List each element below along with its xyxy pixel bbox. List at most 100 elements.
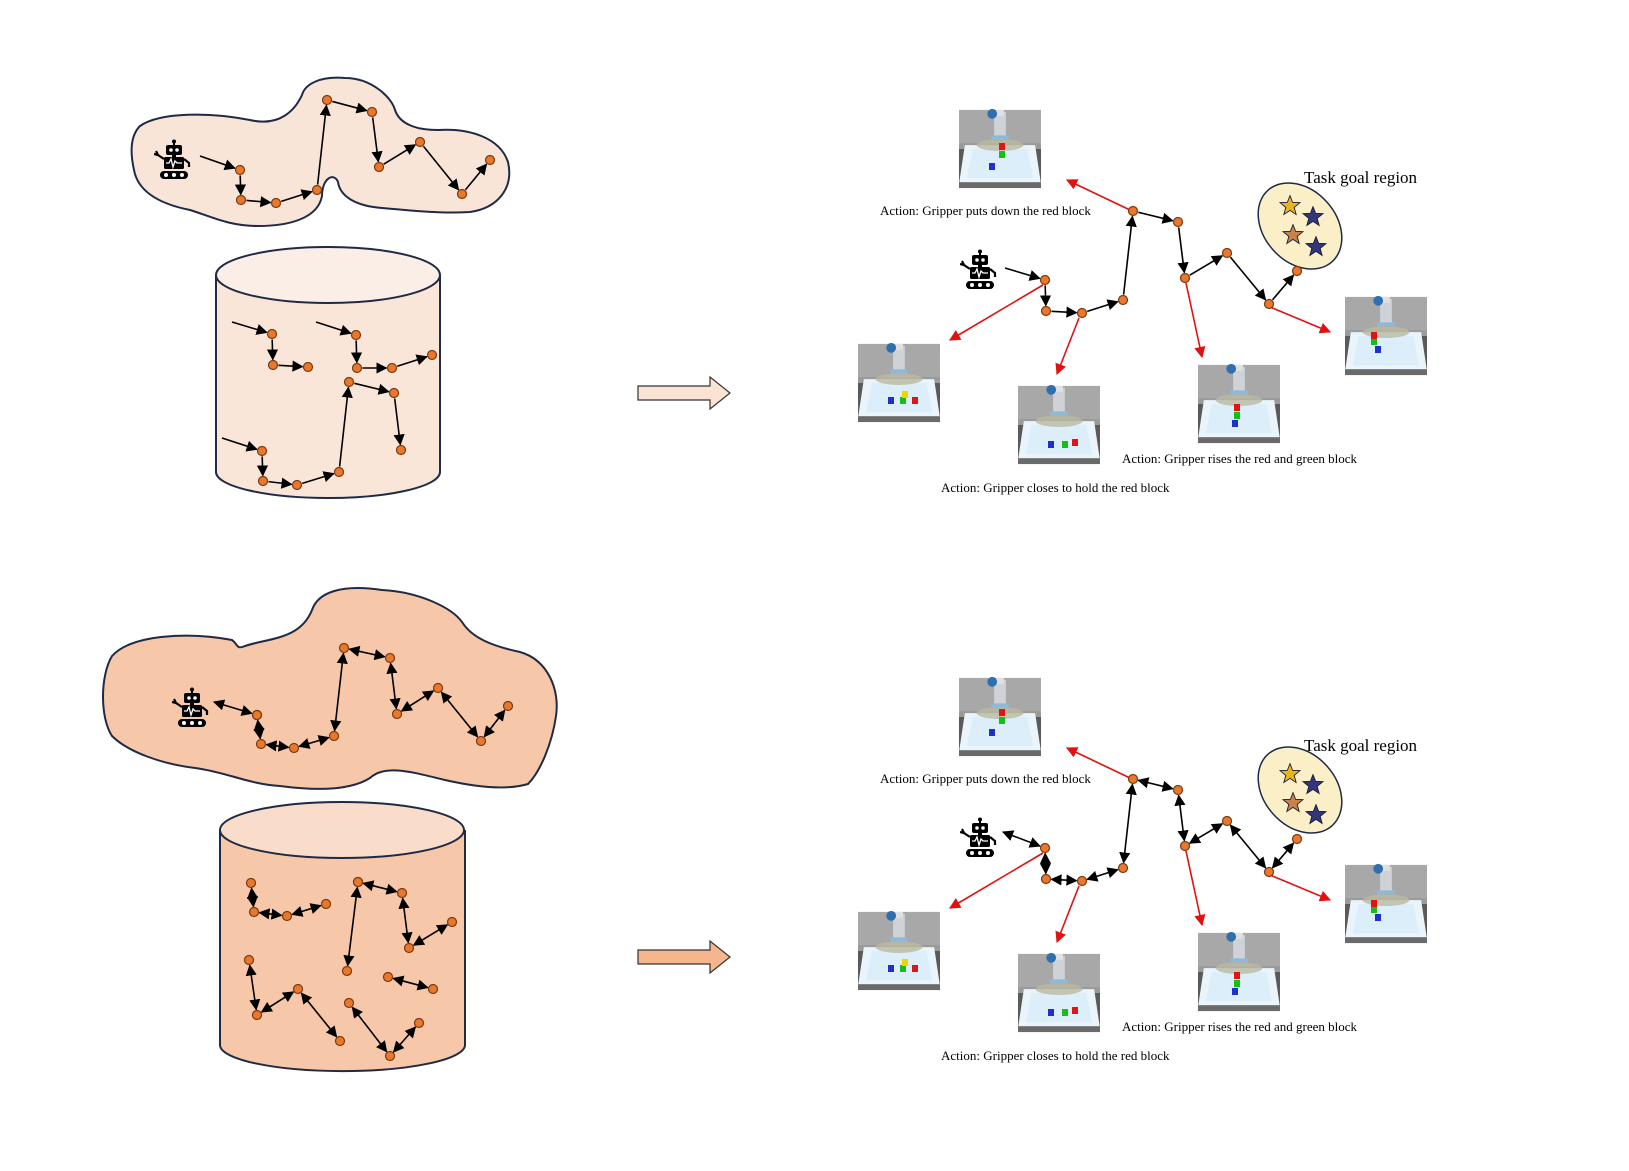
trajectory-edge <box>371 117 383 163</box>
robot-arm-scene-thumbnail <box>1018 385 1100 465</box>
state-node <box>328 730 340 742</box>
action-link <box>1185 282 1206 359</box>
bottom-data-blob <box>102 587 558 790</box>
state-node <box>321 94 333 106</box>
state-node <box>255 738 267 750</box>
action-label-rise: Action: Gripper rises the red and green … <box>1122 1019 1358 1034</box>
trajectory-edge <box>1189 255 1224 276</box>
goal-region-label: Task goal region <box>1304 168 1418 187</box>
state-node <box>484 154 496 166</box>
state-node <box>351 362 363 374</box>
action-link <box>949 852 1044 909</box>
trajectory-edge <box>1001 830 1041 848</box>
state-node <box>403 942 415 954</box>
trajectory-edge <box>483 709 506 738</box>
robot-icon <box>960 816 997 859</box>
trajectory-edge <box>422 145 460 191</box>
state-node <box>396 887 408 899</box>
state-node <box>386 362 398 374</box>
state-node <box>235 194 247 206</box>
trajectory-edge <box>302 471 335 485</box>
bottom-goal-region: Task goal region <box>1257 736 1418 834</box>
trajectory-edge <box>258 908 283 920</box>
action-link <box>1055 885 1080 944</box>
trajectory-edge <box>234 175 247 196</box>
action-label-rise: Action: Gripper rises the red and green … <box>1122 451 1358 466</box>
trajectory-edge <box>268 477 293 489</box>
state-node <box>382 971 394 983</box>
trajectory-edge <box>393 398 405 446</box>
trajectory-edge <box>332 100 368 114</box>
state-node <box>292 983 304 995</box>
state-node <box>266 328 278 340</box>
state-node <box>366 106 378 118</box>
state-node <box>350 329 362 341</box>
state-node <box>1263 866 1275 878</box>
trajectory-edge <box>256 456 269 477</box>
state-node <box>248 906 260 918</box>
trajectory-edge <box>300 992 338 1038</box>
trajectory-edge <box>330 652 348 732</box>
state-node <box>245 877 257 889</box>
trajectory-edge <box>298 735 330 749</box>
state-node <box>413 1017 425 1029</box>
trajectory-edge <box>412 924 449 946</box>
action-label-put-down: Action: Gripper puts down the red block <box>880 203 1091 218</box>
state-node <box>267 359 279 371</box>
trajectory-edge <box>396 354 428 368</box>
trajectory-edge <box>1039 852 1052 875</box>
state-node <box>1127 205 1139 217</box>
robot-arm-scene-thumbnail <box>858 343 940 423</box>
robot-arm-scene-thumbnail <box>959 109 1041 189</box>
top-dataset-cylinder <box>215 246 441 499</box>
observation-thumbnails <box>858 109 1427 1033</box>
trajectory-edge <box>343 886 362 967</box>
state-node <box>281 910 293 922</box>
trajectory-edge <box>362 880 398 895</box>
state-node <box>343 376 355 388</box>
state-node <box>1172 784 1184 796</box>
action-label-close-hold: Action: Gripper closes to hold the red b… <box>941 480 1170 495</box>
trajectory-edge <box>245 964 261 1011</box>
trajectory-edge <box>291 903 322 917</box>
trajectory-edge <box>231 321 268 335</box>
state-node <box>446 916 458 928</box>
robot-arm-scene-thumbnail <box>858 911 940 991</box>
state-node <box>1263 298 1275 310</box>
state-node <box>1172 216 1184 228</box>
state-node <box>234 164 246 176</box>
state-node <box>1117 294 1129 306</box>
trajectory-edge <box>383 144 417 165</box>
trajectory-edge <box>1086 867 1119 882</box>
state-node <box>1291 833 1303 845</box>
trajectory-edge <box>1188 823 1224 844</box>
trajectory-edge <box>315 321 352 336</box>
state-node <box>251 1009 263 1021</box>
trajectory-edge <box>1271 274 1295 301</box>
state-node <box>427 983 439 995</box>
trajectory-edge <box>392 1026 417 1053</box>
state-node <box>384 1050 396 1062</box>
state-node <box>1179 840 1191 852</box>
state-node <box>270 197 282 209</box>
trajectory-edge <box>1137 777 1174 792</box>
trajectory-edge <box>1229 256 1267 301</box>
trajectory-edge <box>392 975 429 991</box>
state-node <box>1076 875 1088 887</box>
state-node <box>1221 247 1233 259</box>
trajectory-edge <box>212 699 253 716</box>
state-node <box>426 349 438 361</box>
trajectory-edge <box>221 437 258 452</box>
trajectory-edge <box>350 340 363 364</box>
state-node <box>1039 274 1051 286</box>
trajectory-edge <box>199 155 236 171</box>
action-link <box>1065 747 1131 779</box>
state-node <box>414 136 426 148</box>
trajectory-edge <box>1087 299 1119 313</box>
state-node <box>1127 773 1139 785</box>
state-node <box>391 708 403 720</box>
trajectory-edge <box>266 339 279 361</box>
state-node <box>291 479 303 491</box>
trajectory-edge <box>316 104 331 185</box>
trajectory-edge <box>354 382 390 395</box>
